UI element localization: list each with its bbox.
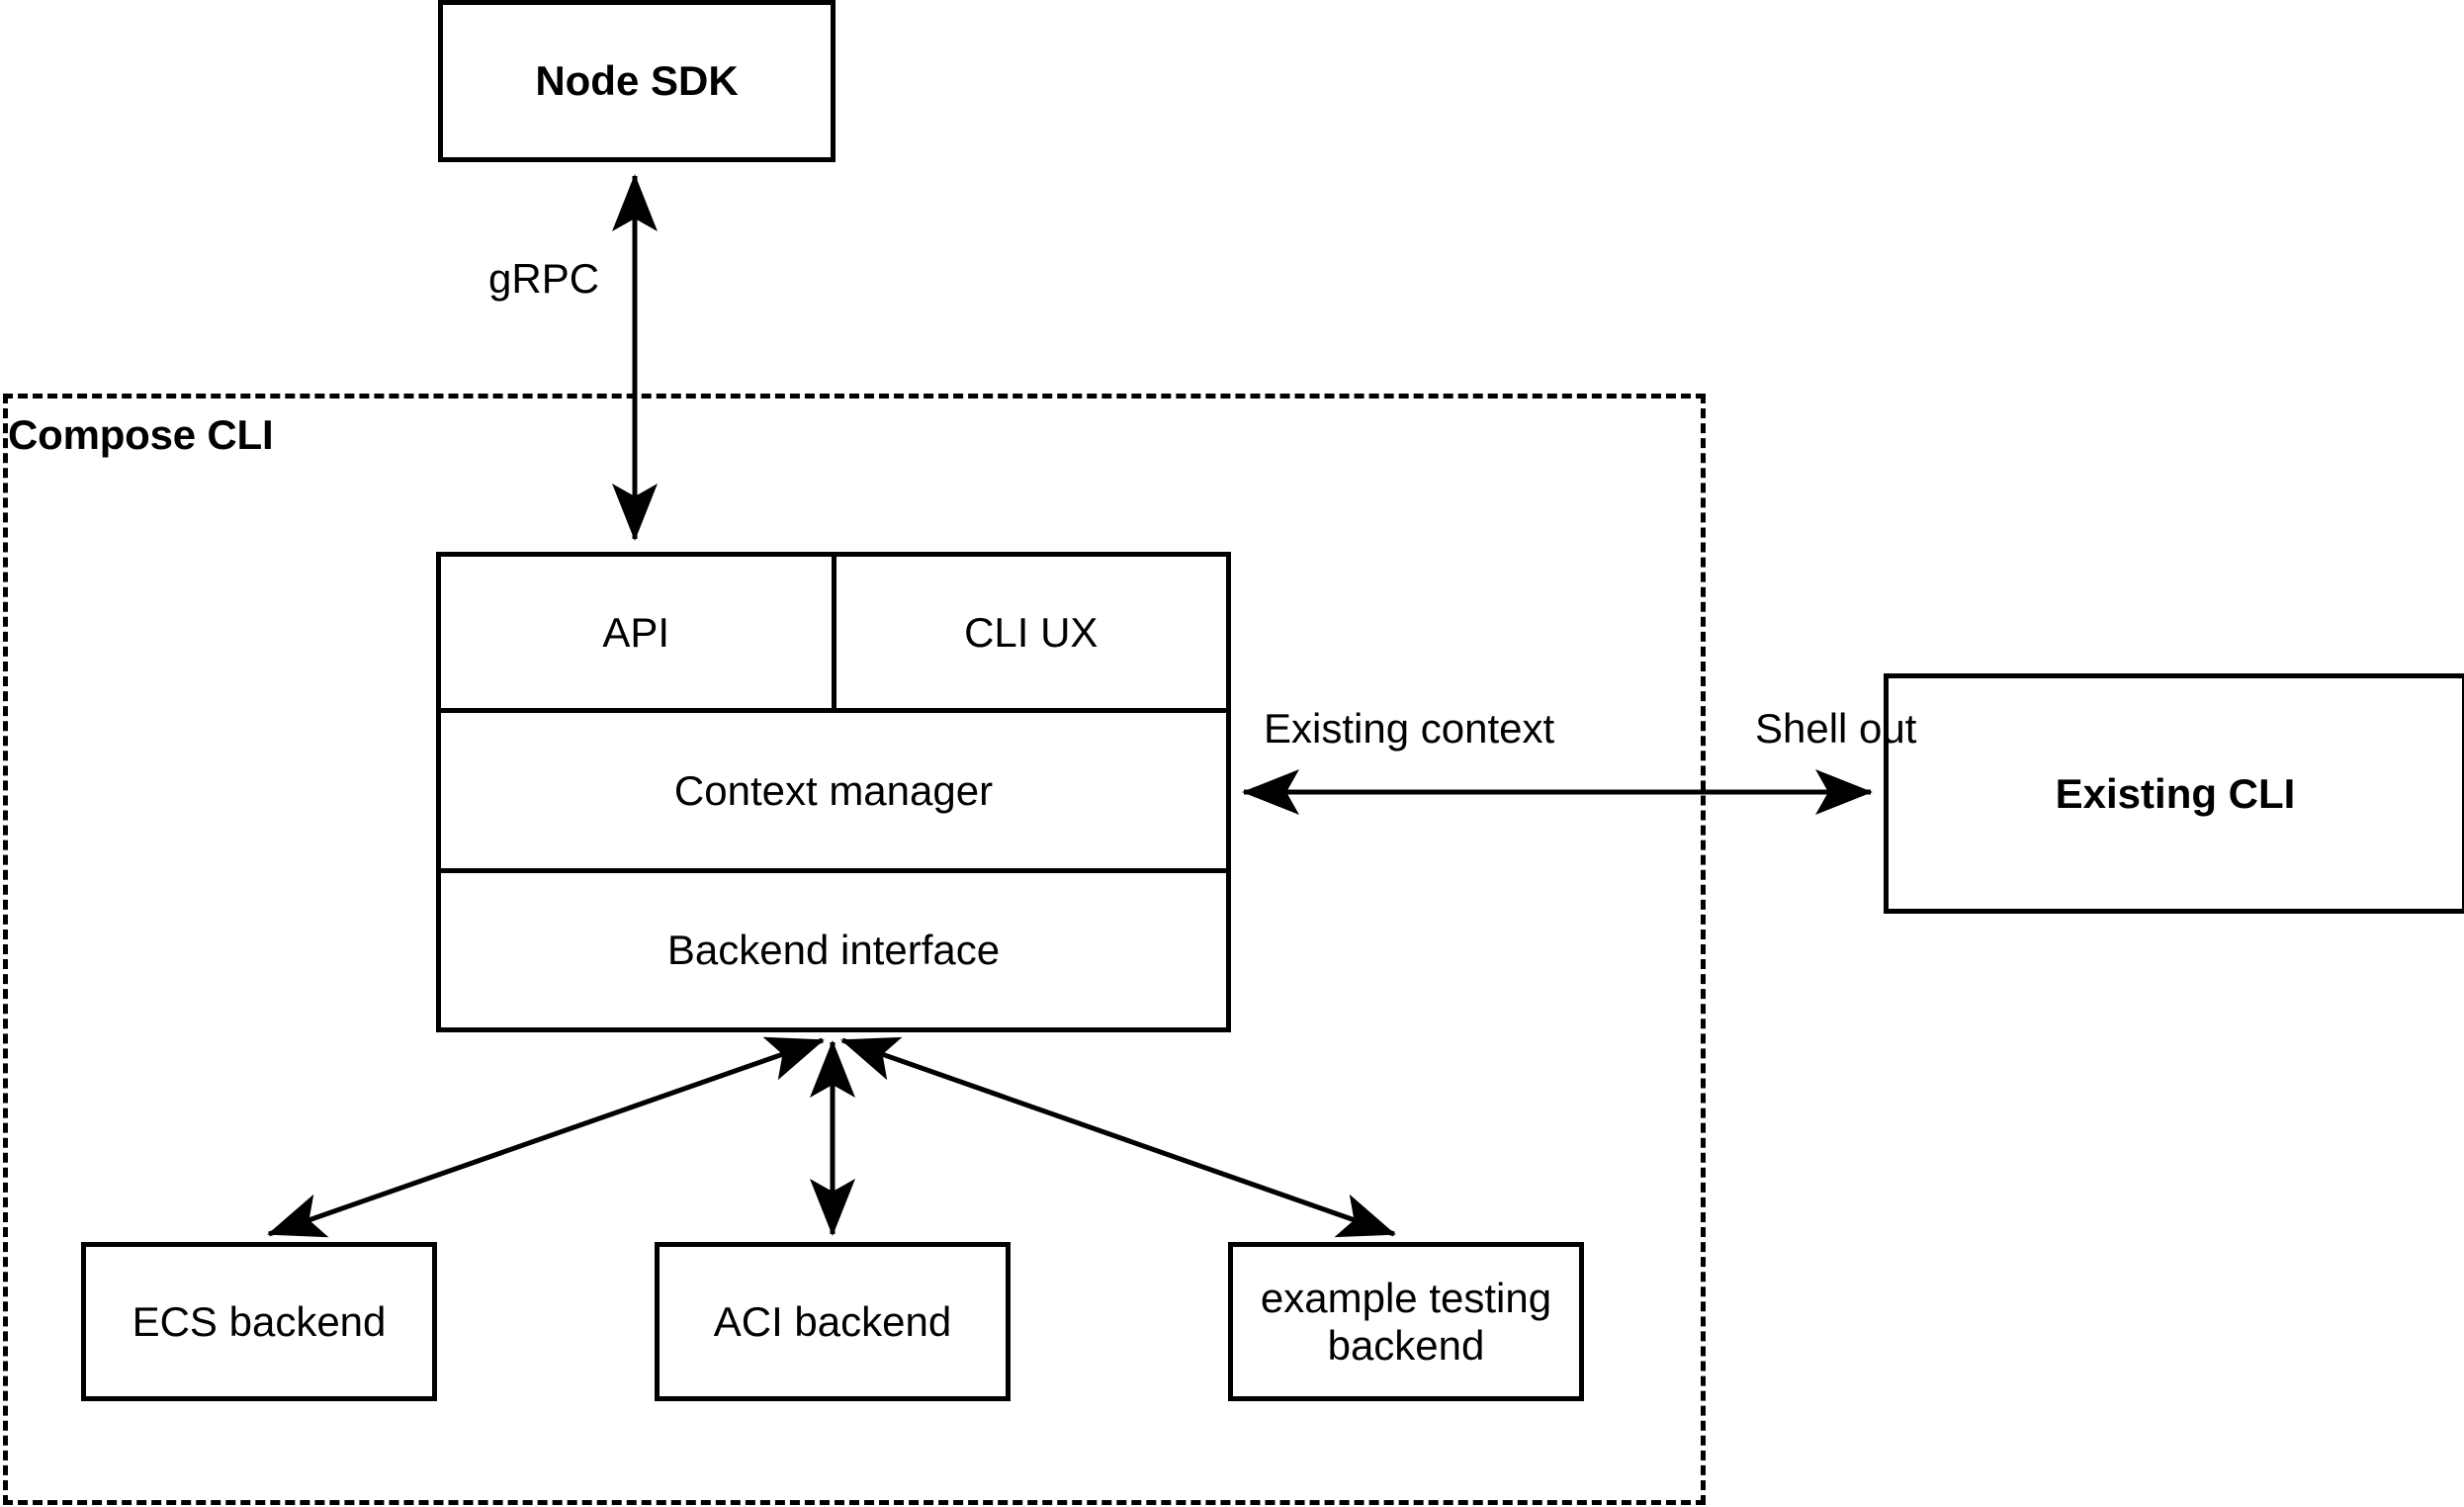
group-compose-cli xyxy=(3,394,1706,1505)
group-compose-cli-label: Compose CLI xyxy=(8,411,274,458)
node-ecs-backend[interactable]: ECS backend xyxy=(81,1242,437,1401)
node-example-testing-backend-label: example testing backend xyxy=(1260,1275,1552,1369)
edge-backend-example xyxy=(840,1036,1396,1238)
node-example-testing-backend[interactable]: example testing backend xyxy=(1228,1242,1584,1401)
node-existing-cli-label: Existing CLI xyxy=(2055,769,2296,817)
edge-label-existing-context: Existing context xyxy=(1264,705,1555,752)
edge-label-shell-out: Shell out xyxy=(1755,705,1917,752)
node-context-manager[interactable]: Context manager xyxy=(441,713,1226,868)
node-node-sdk[interactable]: Node SDK xyxy=(438,0,836,162)
node-backend-interface[interactable]: Backend interface xyxy=(441,873,1226,1027)
node-compose-cli-stack: API CLI UX Context manager Backend inter… xyxy=(436,552,1231,1032)
stack-row-backend-interface: Backend interface xyxy=(441,873,1226,1027)
node-node-sdk-label: Node SDK xyxy=(535,57,739,105)
node-aci-backend[interactable]: ACI backend xyxy=(655,1242,1011,1401)
edge-backend-ecs xyxy=(267,1036,825,1238)
node-cli-ux[interactable]: CLI UX xyxy=(836,557,1227,708)
node-api[interactable]: API xyxy=(441,557,836,708)
node-aci-backend-label: ACI backend xyxy=(713,1297,952,1345)
stack-row-api-cliux: API CLI UX xyxy=(441,557,1226,713)
node-backend-interface-label: Backend interface xyxy=(666,927,1001,974)
edge-label-grpc: gRPC xyxy=(488,255,600,302)
node-existing-cli[interactable]: Existing CLI xyxy=(1884,673,2464,914)
node-context-manager-label: Context manager xyxy=(673,766,994,814)
stack-row-context-manager: Context manager xyxy=(441,713,1226,873)
node-cli-ux-label: CLI UX xyxy=(964,608,1099,656)
node-ecs-backend-label: ECS backend xyxy=(132,1297,387,1345)
node-api-label: API xyxy=(602,608,670,656)
